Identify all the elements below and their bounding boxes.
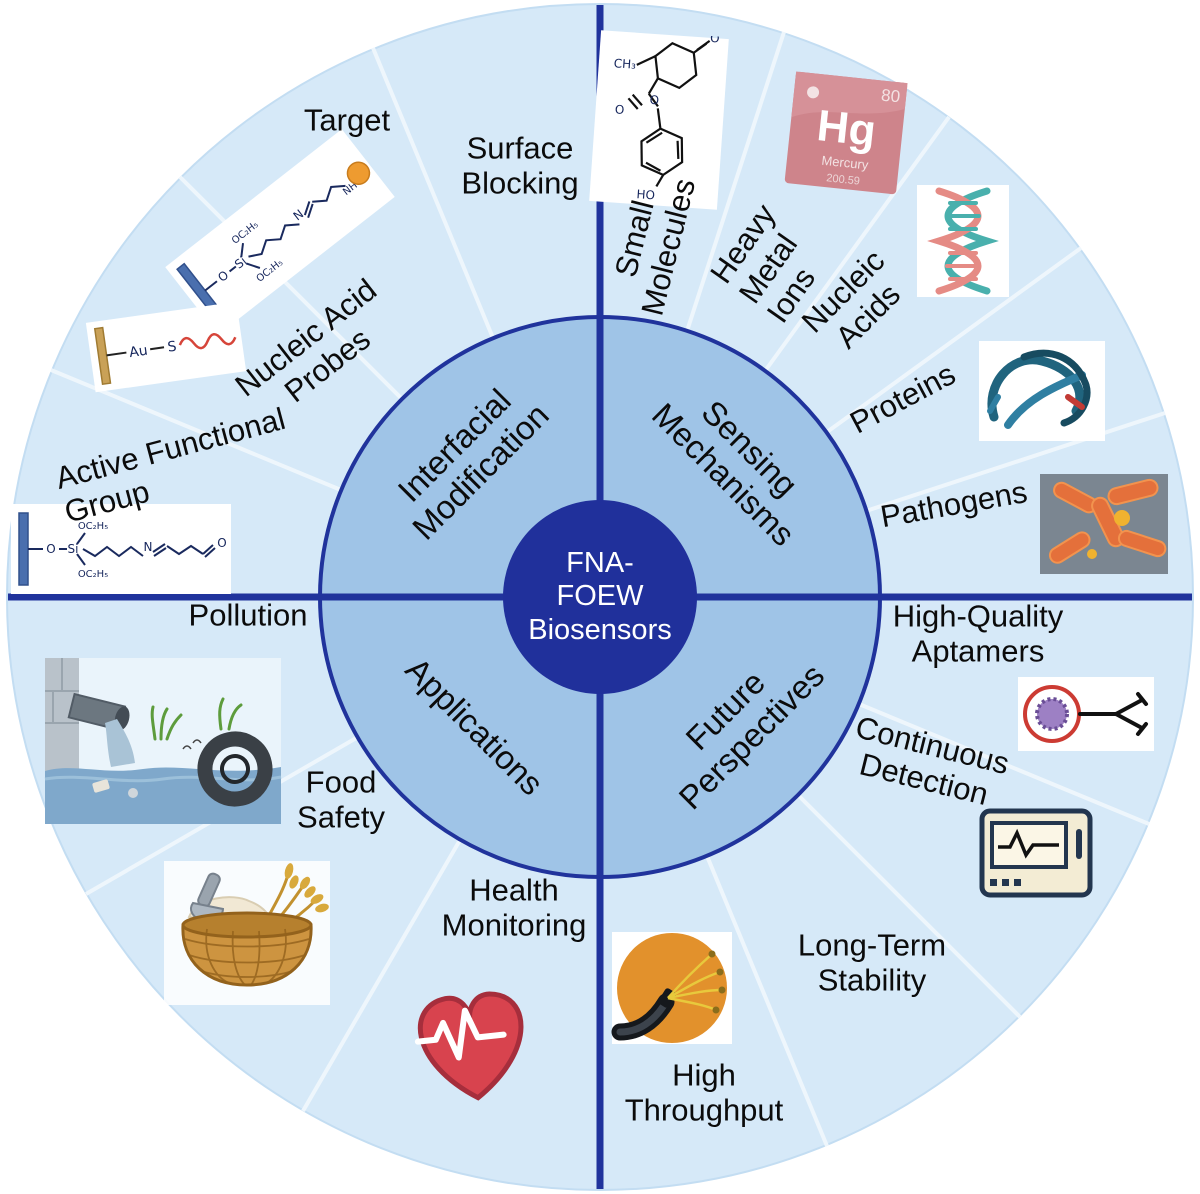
label-line: Aptamers [911, 633, 1045, 668]
fiber-surface-bar [18, 512, 29, 586]
flies [182, 739, 202, 750]
basket-weave [184, 928, 310, 986]
food-grain-basket-icon [164, 861, 330, 1005]
small-molecule-structure-icon: O CH₃ O O HO [589, 30, 729, 210]
aptamer-icon [1018, 677, 1154, 751]
ecg-trace [998, 828, 1059, 859]
label-line: Throughput [624, 1092, 784, 1127]
segment-label-target: Target [303, 102, 391, 139]
label-line: Safety [297, 799, 385, 834]
segment-label-high-throughput: High Throughput [625, 1058, 784, 1127]
segment-label-long-term-stability: Long-Term Stability [798, 928, 946, 997]
center-title: FNA- FOEW Biosensors [528, 547, 671, 647]
dna-strand-squiggle [178, 332, 237, 350]
chem-label: S [167, 339, 178, 356]
monitor-knob [1076, 829, 1082, 859]
chem-label: HO [636, 187, 655, 202]
label-line: Blocking [461, 165, 579, 200]
wheat-grains [284, 863, 329, 913]
monitor-buttons [990, 879, 1021, 886]
center-circle [503, 500, 697, 694]
waste-water-stream [105, 719, 135, 767]
label-line: FNA- [566, 546, 634, 579]
bond-lines [28, 532, 216, 566]
segment-label-health-monitoring: Health Monitoring [442, 873, 587, 942]
chem-label: OC₂H₅ [78, 521, 108, 532]
label-dye-ball [346, 161, 371, 185]
protein-structure-icon [979, 341, 1105, 441]
label-line: Stability [817, 962, 927, 997]
fiber-strands [667, 953, 723, 1012]
atomic-mass: 200.59 [826, 172, 861, 187]
segment-label-high-quality-aptamers: High-Quality Aptamers [893, 599, 1064, 668]
chem-label: O [217, 536, 226, 550]
element-symbol: Hg [815, 101, 878, 156]
segment-label-food-safety: Food Safety [297, 765, 385, 834]
aptamer-blob [1035, 697, 1069, 731]
label-line: Surface [466, 130, 574, 166]
trash [92, 779, 110, 793]
chem-label: O [710, 31, 720, 46]
label-line: Health [469, 872, 559, 908]
pathogens-bacteria-icon [1040, 474, 1168, 574]
chem-label: CH₃ [613, 56, 636, 72]
coccus-cell [1114, 510, 1130, 526]
label-line: FOEW [556, 580, 644, 613]
dna-helix-icon [917, 185, 1009, 297]
element-name: Mercury [821, 153, 870, 173]
fiber-tips [708, 950, 726, 1014]
active-functional-group-structure-icon: O Si OC₂H₅ OC₂H₅ N O [11, 504, 231, 594]
label-line: Pollution [188, 597, 308, 633]
label-line: High-Quality [892, 598, 1064, 634]
label-line: Target [303, 102, 391, 138]
grass [150, 697, 243, 741]
chem-label: OC₂H₅ [78, 569, 108, 580]
target-probe-structure-icon: O Si OC₂H₅ OC₂H₅ N NH [165, 129, 395, 335]
probe-fork [1078, 692, 1148, 736]
bacteria-rods [1048, 478, 1167, 564]
label-line: Biosensors [528, 613, 672, 646]
basket-rim [181, 911, 313, 939]
mercury-element-tile: Hg 80 Mercury 200.59 [784, 71, 908, 195]
tile-dot [807, 86, 820, 99]
heart-ecg-icon [414, 991, 524, 1101]
segment-label-surface-blocking: Surface Blocking [461, 131, 578, 200]
bond-lines [627, 39, 711, 188]
bond-lines [204, 184, 346, 292]
trash [128, 788, 138, 798]
chem-label: N [144, 540, 153, 554]
chem-label: O [614, 102, 624, 117]
chem-label: O [46, 542, 55, 556]
chem-label: Si [68, 542, 79, 556]
coccus-cell [1087, 549, 1097, 559]
label-line: Monitoring [441, 907, 587, 942]
optical-fiber-icon [611, 932, 732, 1044]
tire [197, 731, 273, 807]
atomic-number: 80 [880, 86, 901, 107]
chem-label: Au [128, 343, 149, 361]
nucleic-acid-probe-structure-icon: Au S [85, 301, 247, 393]
label-line: Long-Term [797, 927, 947, 963]
segment-label-pollution: Pollution [188, 597, 308, 634]
pollution-scene-icon [44, 658, 282, 824]
label-line: High [672, 1057, 736, 1093]
continuous-detection-monitor-icon [979, 808, 1093, 898]
label-line: Food [305, 764, 377, 800]
chem-label: O [649, 93, 659, 108]
ecg-trace [414, 1007, 507, 1061]
